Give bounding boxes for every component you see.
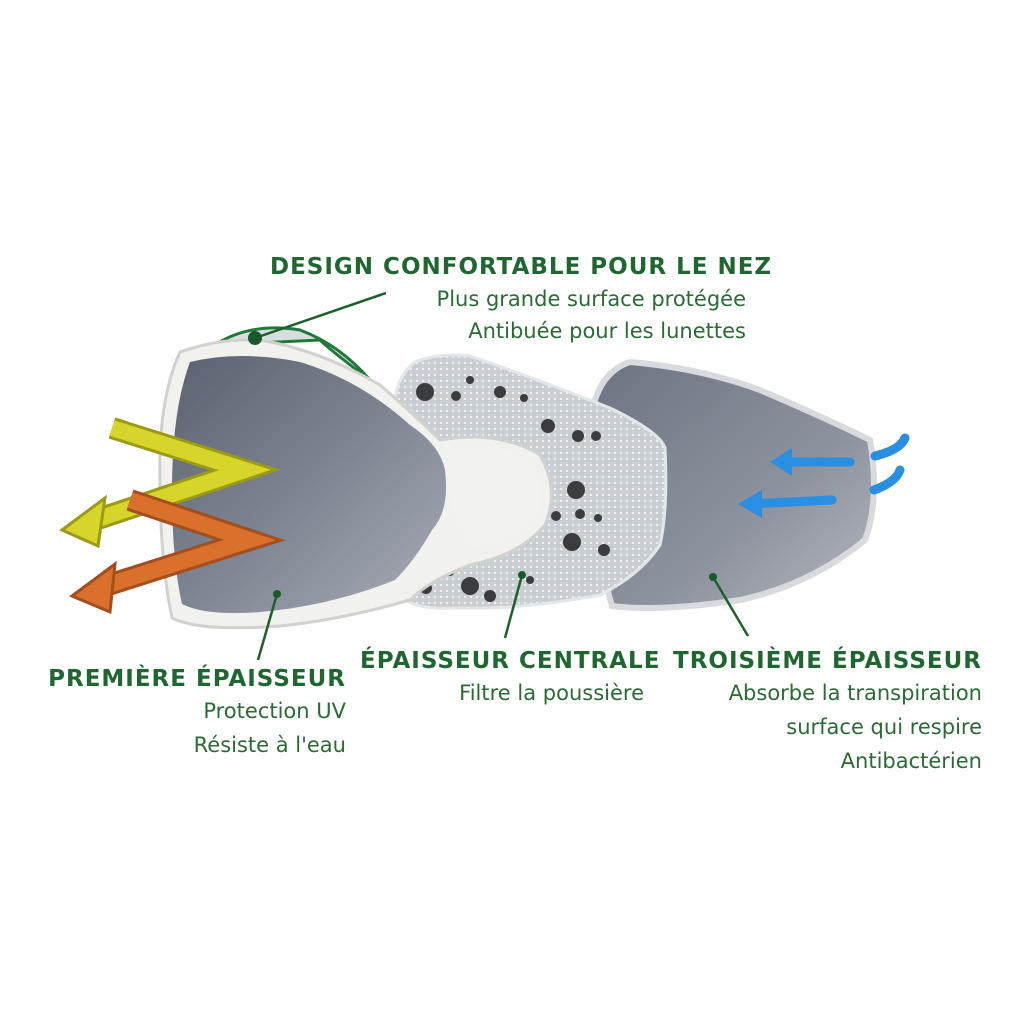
callout-center-layer: ÉPAISSEUR CENTRALE Filtre la poussière — [360, 646, 661, 710]
callout-first-layer: PREMIÈRE ÉPAISSEUR Protection UV Résiste… — [40, 664, 346, 762]
leader-lines — [254, 291, 750, 661]
callout-nose: DESIGN CONFORTABLE POUR LE NEZ Plus gran… — [270, 252, 773, 348]
callout-center-title: ÉPAISSEUR CENTRALE — [360, 648, 661, 674]
orange-arrow-icon — [68, 489, 286, 615]
callout-first-title: PREMIÈRE ÉPAISSEUR — [48, 666, 346, 692]
leader-dots — [248, 331, 717, 598]
callout-third-line-2: surface qui respire — [786, 715, 982, 739]
callout-third-line-1: Absorbe la transpiration — [728, 681, 982, 705]
callout-nose-line-1: Plus grande surface protégée — [436, 287, 746, 311]
callout-third-line-3: Antibactérien — [840, 749, 982, 773]
callout-third-layer: TROISIÈME ÉPAISSEUR Absorbe la transpira… — [660, 646, 982, 778]
callout-first-line-2: Résiste à l'eau — [193, 733, 346, 757]
callout-center-line-1: Filtre la poussière — [459, 681, 644, 705]
callout-third-title: TROISIÈME ÉPAISSEUR — [673, 648, 982, 674]
blue-arrows-icon — [738, 433, 910, 518]
callout-nose-title: DESIGN CONFORTABLE POUR LE NEZ — [270, 254, 773, 280]
callout-nose-line-2: Antibuée pour les lunettes — [468, 319, 746, 343]
callout-first-line-1: Protection UV — [203, 699, 346, 723]
